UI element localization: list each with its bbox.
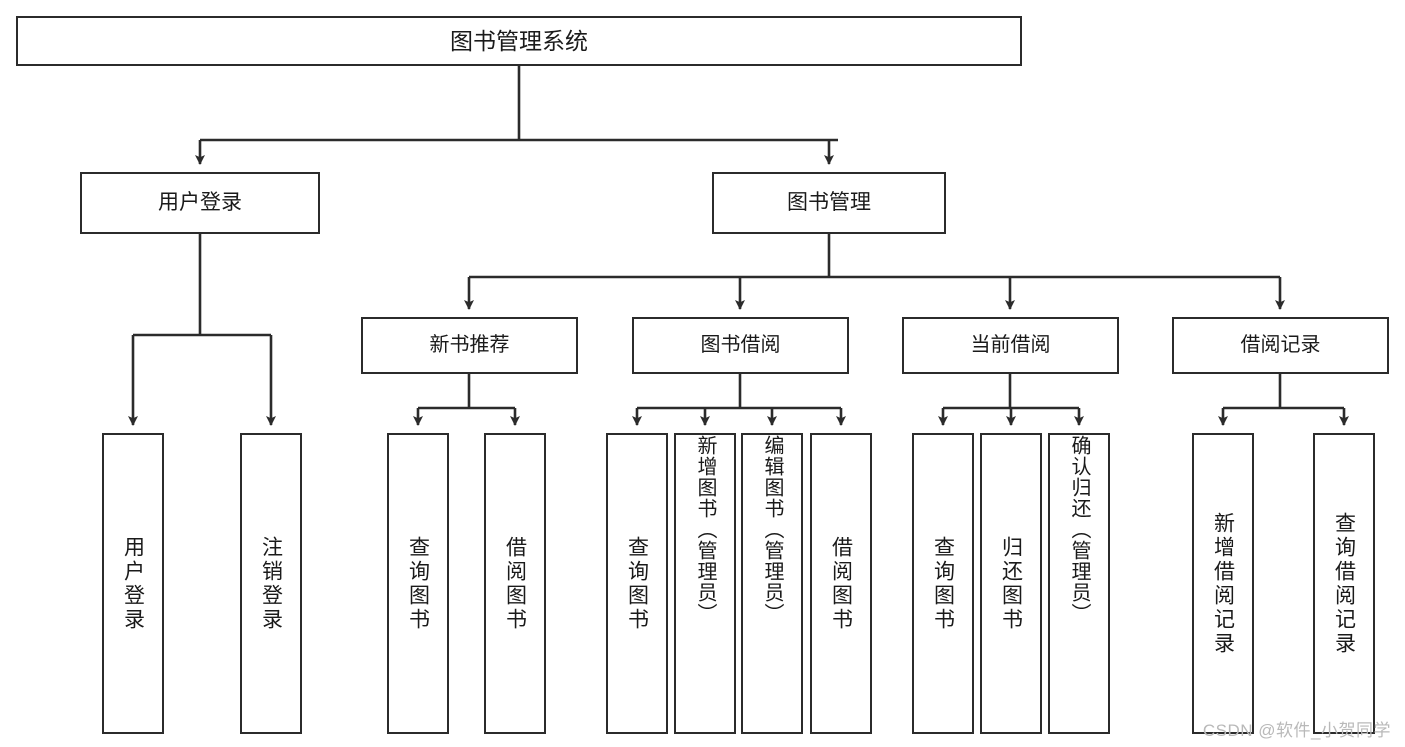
leaf-query-book-1[interactable]: 查询图书 (387, 433, 449, 734)
leaf-add-book[interactable]: 新增图书（管理员） (674, 433, 736, 734)
node-root[interactable]: 图书管理系统 (16, 16, 1022, 66)
leaf-add-record-label: 新增借阅记录 (1211, 511, 1235, 656)
leaf-query-book-2[interactable]: 查询图书 (606, 433, 668, 734)
leaf-add-book-label: 新增图书（管理员） (694, 435, 716, 624)
leaf-confirm-return[interactable]: 确认归还（管理员） (1048, 433, 1110, 734)
leaf-return-book-label: 归还图书 (999, 535, 1023, 632)
leaf-query-book-3-label: 查询图书 (931, 535, 955, 632)
node-current-borrow-label: 当前借阅 (970, 333, 1051, 356)
leaf-query-book-2-label: 查询图书 (625, 535, 649, 632)
node-borrow-record[interactable]: 借阅记录 (1172, 317, 1389, 374)
leaf-return-book[interactable]: 归还图书 (980, 433, 1042, 734)
leaf-add-record[interactable]: 新增借阅记录 (1192, 433, 1254, 734)
leaf-borrow-book-1-label: 借阅图书 (503, 535, 527, 632)
node-root-label: 图书管理系统 (450, 27, 588, 54)
node-book-borrow-label: 图书借阅 (700, 333, 781, 356)
leaf-logout-label: 注销登录 (259, 535, 283, 632)
leaf-query-record[interactable]: 查询借阅记录 (1313, 433, 1375, 734)
leaf-confirm-return-label: 确认归还（管理员） (1068, 435, 1090, 624)
leaf-user-login[interactable]: 用户登录 (102, 433, 164, 734)
node-book-manage[interactable]: 图书管理 (712, 172, 946, 234)
leaf-logout[interactable]: 注销登录 (240, 433, 302, 734)
leaf-query-book-3[interactable]: 查询图书 (912, 433, 974, 734)
node-new-book-rec[interactable]: 新书推荐 (361, 317, 578, 374)
node-current-borrow[interactable]: 当前借阅 (902, 317, 1119, 374)
leaf-borrow-book-1[interactable]: 借阅图书 (484, 433, 546, 734)
leaf-query-book-1-label: 查询图书 (406, 535, 430, 632)
node-new-book-rec-label: 新书推荐 (429, 333, 510, 356)
leaf-query-record-label: 查询借阅记录 (1332, 511, 1356, 656)
node-user-login[interactable]: 用户登录 (80, 172, 320, 234)
node-user-login-label: 用户登录 (158, 190, 242, 214)
leaf-edit-book-label: 编辑图书（管理员） (761, 435, 783, 624)
node-borrow-record-label: 借阅记录 (1240, 333, 1321, 356)
csdn-watermark: CSDN @软件_小贺同学 (1202, 721, 1391, 740)
leaf-borrow-book-2[interactable]: 借阅图书 (810, 433, 872, 734)
leaf-borrow-book-2-label: 借阅图书 (829, 535, 853, 632)
leaf-user-login-label: 用户登录 (121, 535, 145, 632)
leaf-edit-book[interactable]: 编辑图书（管理员） (741, 433, 803, 734)
node-book-manage-label: 图书管理 (787, 190, 871, 214)
node-book-borrow[interactable]: 图书借阅 (632, 317, 849, 374)
